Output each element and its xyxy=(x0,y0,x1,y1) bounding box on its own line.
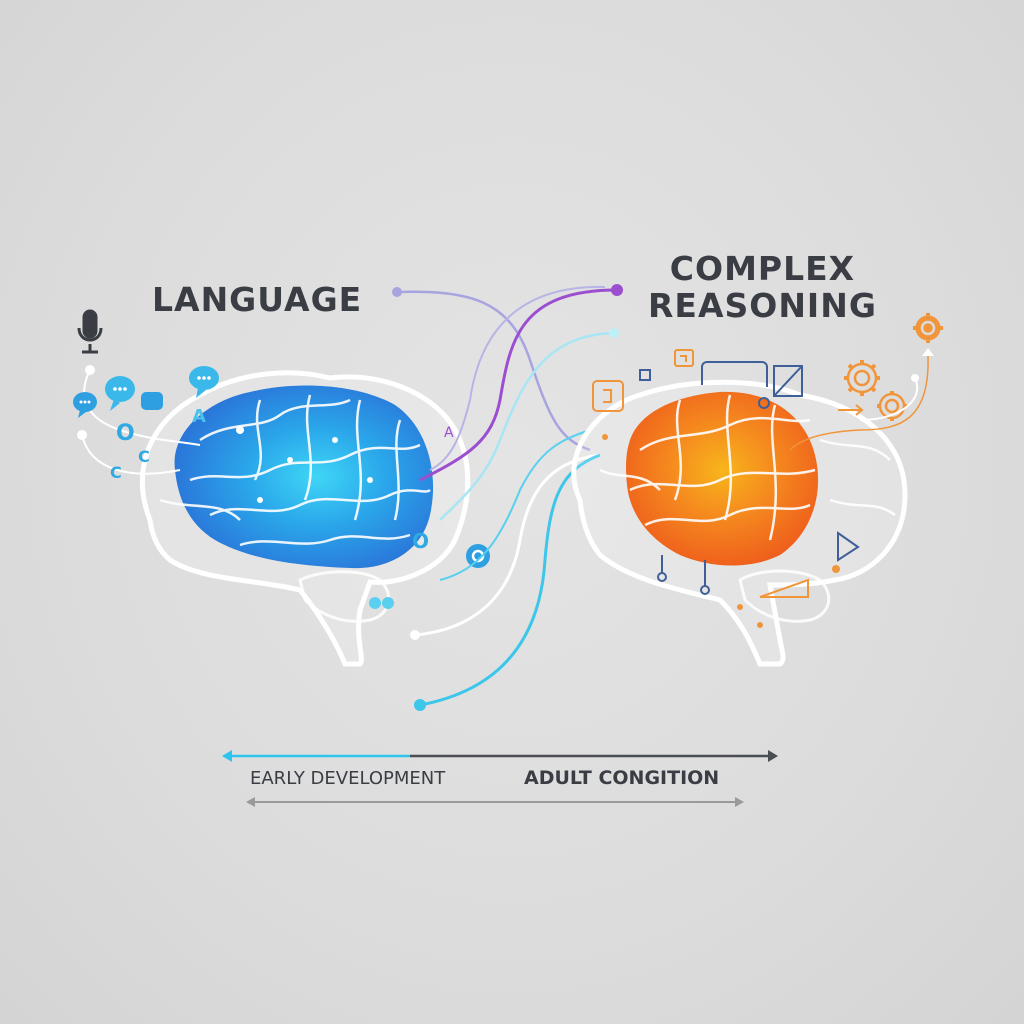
timeline-left-arrowhead xyxy=(222,750,232,762)
timeline xyxy=(222,750,778,807)
complex-reasoning-heading-line1: COMPLEX xyxy=(669,249,856,288)
geometry-square-icon xyxy=(773,365,803,397)
complex-reasoning-heading-line2: REASONING xyxy=(648,286,877,325)
connector-endpoints xyxy=(392,284,623,711)
microphone-icon xyxy=(77,309,103,354)
letter-O-icon: O xyxy=(116,421,135,446)
adult-cognition-label: ADULT CONGITION xyxy=(524,767,720,789)
connector-lavender xyxy=(396,290,591,452)
message-icon xyxy=(141,392,163,410)
flowchart-icon xyxy=(592,380,624,412)
chat-dots-icon xyxy=(105,376,135,411)
connector-cyan-2 xyxy=(439,429,591,581)
reasoning-brain xyxy=(571,379,908,667)
cube-icon xyxy=(639,369,651,381)
connector-white xyxy=(414,453,601,637)
gear-icon-top xyxy=(913,313,943,343)
language-heading: LANGUAGE xyxy=(152,280,363,319)
letter-A-icon: A xyxy=(192,406,206,427)
language-icons: A O C C A O xyxy=(73,309,490,568)
letter-C-icon: C xyxy=(138,447,150,466)
reasoning-cerebellum xyxy=(738,569,831,623)
letter-O-icon: O xyxy=(412,529,429,553)
search-circle-icon xyxy=(466,544,490,568)
connector-lavender-2 xyxy=(429,285,606,471)
ruler-triangle-icon xyxy=(759,578,809,598)
gear-icon xyxy=(877,391,907,421)
language-bubbles xyxy=(369,597,394,609)
letter-C-icon: C xyxy=(110,463,122,482)
letter-A-icon: A xyxy=(444,425,454,441)
puzzle-box-icon xyxy=(674,349,694,367)
connector-purple xyxy=(419,288,618,482)
connectors xyxy=(396,285,618,707)
complex-reasoning-heading: COMPLEX REASONING xyxy=(648,250,877,324)
timeline-secondary-left-arrowhead xyxy=(246,797,255,807)
connector-cyan xyxy=(419,453,601,707)
timeline-right-arrowhead xyxy=(768,750,778,762)
language-brain xyxy=(139,370,471,667)
arrow-up-icon xyxy=(922,348,934,356)
timeline-secondary-right-arrowhead xyxy=(735,797,744,807)
geometry-triangle-icon xyxy=(837,531,860,562)
white-connector xyxy=(859,377,918,421)
diagram-frame-icon xyxy=(701,361,768,387)
gear-icon xyxy=(844,360,880,396)
connector-cyan-light xyxy=(439,331,615,521)
reasoning-icons xyxy=(592,313,943,628)
orange-connector xyxy=(789,355,929,451)
arrow-icon xyxy=(838,404,864,416)
early-development-label: EARLY DEVELOPMENT xyxy=(250,768,446,789)
